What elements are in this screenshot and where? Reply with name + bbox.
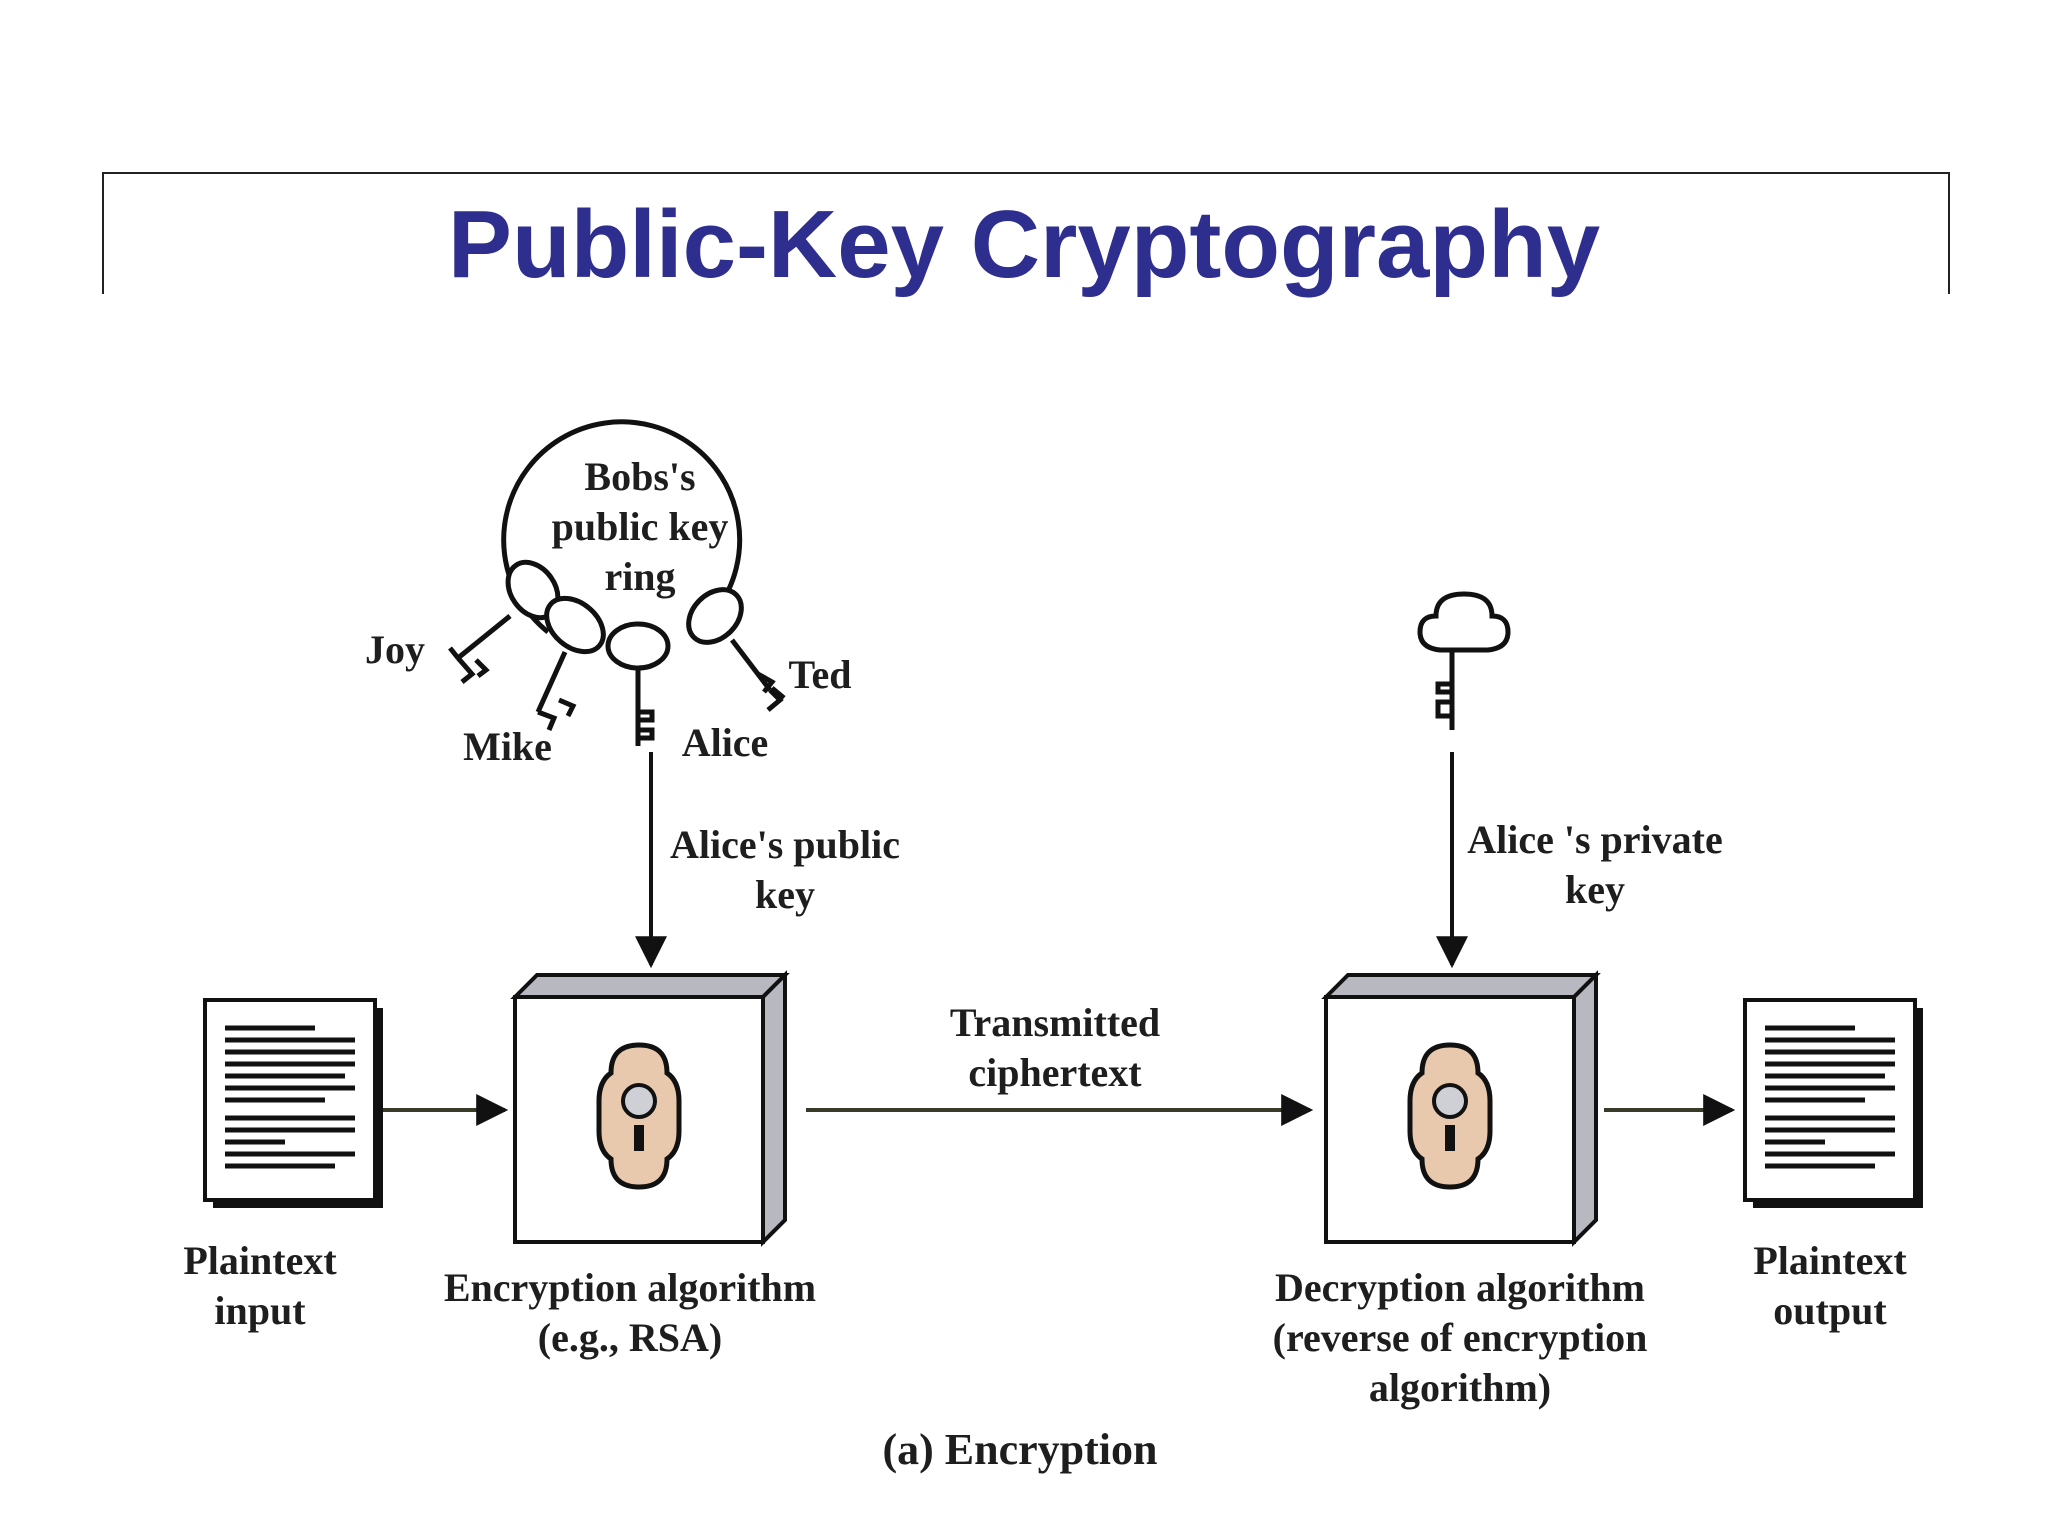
- encryption-algorithm-label: Encryption algorithm (e.g., RSA): [443, 1265, 817, 1360]
- figure-caption: (a) Encryption: [882, 1425, 1158, 1474]
- encryption-lock-box-icon: [515, 975, 785, 1242]
- key-label-mike: Mike: [463, 724, 552, 769]
- title-frame: [102, 172, 1950, 294]
- private-key-icon: [1417, 591, 1511, 730]
- slide-title: Public-Key Cryptography: [447, 191, 1601, 298]
- ring-label: Bobs's public key ring: [551, 454, 729, 599]
- public-key-label: Alice's public key: [669, 822, 901, 917]
- plaintext-input-doc-icon: [205, 1000, 383, 1208]
- public-key-ring-icon: [448, 419, 786, 746]
- plaintext-output-label: Plaintext output: [1753, 1238, 1907, 1333]
- key-label-alice: Alice: [681, 720, 769, 765]
- private-key-label: Alice 's private key: [1467, 817, 1723, 912]
- key-label-ted: Ted: [788, 652, 852, 697]
- key-label-joy: Joy: [365, 627, 425, 672]
- decryption-lock-box-icon: [1326, 975, 1596, 1242]
- ciphertext-label: Transmitted ciphertext: [949, 1000, 1161, 1095]
- decryption-algorithm-label: Decryption algorithm (reverse of encrypt…: [1272, 1265, 1648, 1410]
- plaintext-input-label: Plaintext input: [183, 1238, 337, 1333]
- plaintext-output-doc-icon: [1745, 1000, 1923, 1208]
